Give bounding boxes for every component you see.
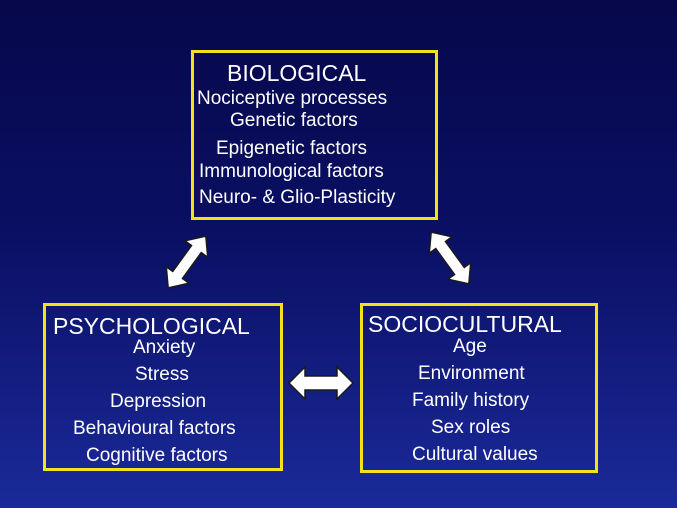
sociocultural-title: SOCIOCULTURAL (368, 311, 562, 337)
sociocultural-item: Environment (418, 363, 525, 384)
psychological-item: Anxiety (133, 337, 196, 358)
psychological-title: PSYCHOLOGICAL (53, 313, 250, 339)
psychological-item: Behavioural factors (73, 418, 236, 439)
biological-title: BIOLOGICAL (227, 60, 367, 86)
sociocultural-item: Family history (412, 390, 530, 411)
psych-socio-arrow (287, 365, 355, 401)
sociocultural-item: Age (453, 336, 487, 357)
biological-box (191, 50, 438, 220)
biological-item: Epigenetic factors (216, 138, 368, 159)
bio-socio-arrow (428, 231, 472, 285)
biological-item: Neuro- & Glio-Plasticity (199, 187, 396, 208)
biological-item: Nociceptive processes (197, 88, 388, 109)
sociocultural-box (360, 303, 598, 473)
sociocultural-item: Cultural values (412, 444, 538, 465)
biological-item: Genetic factors (230, 110, 358, 131)
psychological-box (43, 303, 283, 471)
psychological-item: Stress (135, 364, 189, 385)
sociocultural-item: Sex roles (431, 417, 511, 438)
bio-psych-arrow (165, 235, 209, 289)
biological-item: Immunological factors (199, 161, 384, 182)
psychological-item: Cognitive factors (86, 445, 228, 466)
psychological-item: Depression (110, 391, 207, 412)
